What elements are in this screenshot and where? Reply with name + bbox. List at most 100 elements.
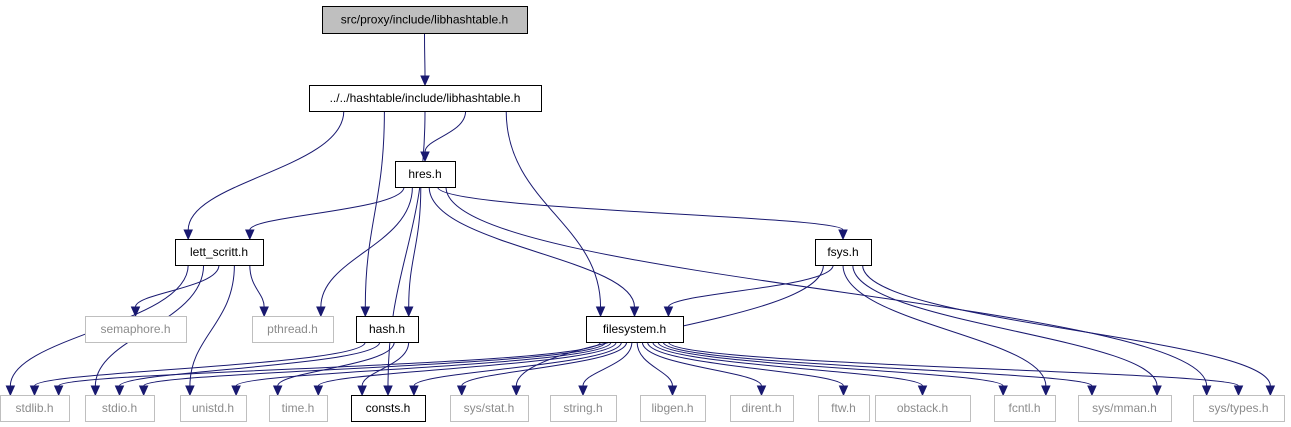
node-label-dirent: dirent.h bbox=[741, 401, 781, 415]
node-sysmman: sys/mman.h bbox=[1078, 395, 1172, 422]
edge-filesystem-to-obstack bbox=[652, 341, 923, 387]
arrowhead-hres-to-systypes bbox=[1201, 385, 1212, 397]
node-sysstat: sys/stat.h bbox=[450, 395, 529, 422]
arrowhead-lett-to-semaphore bbox=[130, 306, 141, 318]
node-box-ht bbox=[309, 85, 542, 112]
arrowhead-ht-to-filesystem bbox=[595, 306, 606, 318]
edge-hres-to-systypes bbox=[445, 186, 1208, 387]
edge-root-to-ht bbox=[424, 32, 426, 77]
node-box-obstack bbox=[875, 395, 971, 422]
node-label-systypes: sys/types.h bbox=[1208, 401, 1268, 415]
arrowhead-hres-to-pthread bbox=[316, 306, 326, 318]
arrowhead-hash-to-stdio bbox=[114, 385, 125, 397]
edge-filesystem-to-dirent bbox=[641, 341, 762, 387]
node-ht[interactable]: ../../hashtable/include/libhashtable.h bbox=[309, 85, 542, 112]
node-label-stdlib: stdlib.h bbox=[15, 401, 53, 415]
node-stdlib: stdlib.h bbox=[0, 395, 70, 422]
node-box-hres bbox=[395, 161, 456, 188]
edge-lett-to-semaphore bbox=[135, 264, 220, 308]
node-label-stdio: stdio.h bbox=[102, 401, 137, 415]
node-label-pthread: pthread.h bbox=[267, 322, 318, 336]
edge-hres-to-filesystem bbox=[428, 186, 635, 308]
arrowhead-hash-to-time bbox=[272, 385, 283, 397]
node-label-hres: hres.h bbox=[408, 167, 441, 181]
node-hres[interactable]: hres.h bbox=[395, 161, 456, 188]
nodes-layer: src/proxy/include/libhashtable.h ../../ha… bbox=[0, 6, 1285, 422]
arrowhead-filesystem-to-sysstat bbox=[456, 385, 467, 397]
arrowhead-filesystem-to-libgen bbox=[667, 385, 678, 397]
edge-filesystem-to-fcntl bbox=[657, 341, 1004, 387]
arrowhead-hres-to-lett bbox=[245, 229, 255, 241]
node-label-sysstat: sys/stat.h bbox=[464, 401, 515, 415]
node-box-libgen bbox=[640, 395, 706, 422]
edge-lett-to-pthread bbox=[249, 264, 265, 308]
arrowhead-root-to-ht bbox=[420, 75, 430, 87]
arrowhead-lett-to-unistd bbox=[185, 385, 195, 397]
arrowhead-ht-to-lett bbox=[183, 229, 193, 241]
arrowhead-fsys-to-filesystem bbox=[663, 306, 674, 318]
node-box-filesystem bbox=[586, 316, 684, 343]
node-label-ht: ../../hashtable/include/libhashtable.h bbox=[330, 91, 521, 105]
arrowhead-ht-to-hres bbox=[420, 151, 430, 163]
edge-hres-to-fsys bbox=[437, 186, 844, 231]
edge-ht-to-lett bbox=[187, 110, 345, 231]
node-consts[interactable]: consts.h bbox=[351, 395, 426, 422]
node-fsys[interactable]: fsys.h bbox=[815, 239, 872, 266]
node-box-pthread bbox=[252, 316, 334, 343]
node-box-fcntl bbox=[994, 395, 1056, 422]
node-box-hash bbox=[356, 316, 419, 343]
node-box-sysmman bbox=[1078, 395, 1172, 422]
arrowhead-filesystem-to-consts bbox=[409, 385, 419, 397]
arrowhead-lett-to-stdio bbox=[90, 385, 101, 397]
node-lett[interactable]: lett_scritt.h bbox=[175, 239, 264, 266]
node-systypes: sys/types.h bbox=[1193, 395, 1285, 422]
node-filesystem[interactable]: filesystem.h bbox=[586, 316, 684, 343]
node-pthread: pthread.h bbox=[252, 316, 334, 343]
arrowhead-fsys-to-sysmman bbox=[1152, 385, 1162, 397]
edge-filesystem-to-systypes bbox=[667, 341, 1239, 387]
node-time: time.h bbox=[269, 395, 328, 422]
arrowhead-hres-to-filesystem bbox=[629, 306, 640, 318]
node-box-consts bbox=[351, 395, 426, 422]
node-box-string bbox=[550, 395, 617, 422]
edge-fsys-to-sysmman bbox=[852, 264, 1158, 387]
node-box-ftw bbox=[818, 395, 870, 422]
edge-filesystem-to-string bbox=[582, 341, 633, 387]
arrowhead-ht-to-consts bbox=[383, 385, 393, 397]
node-box-root bbox=[322, 6, 528, 34]
node-semaphore: semaphore.h bbox=[85, 316, 187, 343]
node-hash[interactable]: hash.h bbox=[356, 316, 419, 343]
node-label-filesystem: filesystem.h bbox=[603, 322, 666, 336]
node-ftw: ftw.h bbox=[818, 395, 870, 422]
node-label-time: time.h bbox=[282, 401, 315, 415]
edge-hash-to-stdlib bbox=[34, 341, 366, 387]
node-label-unistd: unistd.h bbox=[192, 401, 234, 415]
edge-filesystem-to-sysmman bbox=[662, 341, 1093, 387]
node-label-lett: lett_scritt.h bbox=[190, 245, 248, 259]
arrowhead-filesystem-to-ftw bbox=[838, 385, 849, 397]
arrowhead-fsys-to-systypes bbox=[1265, 385, 1276, 397]
edge-hash-to-time bbox=[277, 341, 395, 387]
edge-filesystem-to-stdlib bbox=[58, 341, 602, 387]
node-box-sysstat bbox=[450, 395, 529, 422]
arrowhead-hash-to-stdlib bbox=[29, 385, 40, 397]
node-label-root: src/proxy/include/libhashtable.h bbox=[341, 13, 508, 27]
node-libgen: libgen.h bbox=[640, 395, 706, 422]
arrowhead-filesystem-to-stdlib bbox=[53, 385, 64, 397]
node-root[interactable]: src/proxy/include/libhashtable.h bbox=[322, 6, 528, 34]
node-label-string: string.h bbox=[563, 401, 602, 415]
arrowhead-hres-to-hash bbox=[403, 306, 414, 318]
node-box-systypes bbox=[1193, 395, 1285, 422]
edge-ht-to-hres bbox=[424, 110, 467, 153]
arrowhead-filesystem-to-sysmman bbox=[1087, 385, 1097, 397]
node-box-unistd bbox=[180, 395, 247, 422]
arrowhead-filesystem-to-stdio bbox=[138, 385, 149, 397]
edge-filesystem-to-sysstat bbox=[461, 341, 628, 387]
node-fcntl: fcntl.h bbox=[994, 395, 1056, 422]
edge-filesystem-to-time bbox=[317, 341, 617, 387]
node-unistd: unistd.h bbox=[180, 395, 247, 422]
edge-filesystem-to-unistd bbox=[235, 341, 612, 387]
arrowhead-fsys-to-sysstat bbox=[511, 385, 522, 397]
node-dirent: dirent.h bbox=[730, 395, 794, 422]
node-box-dirent bbox=[730, 395, 794, 422]
